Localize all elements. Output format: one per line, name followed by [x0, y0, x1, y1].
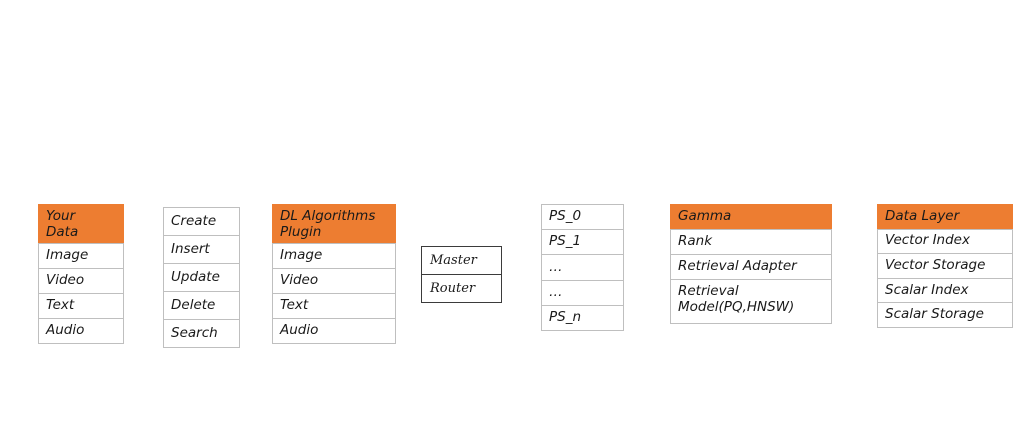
block-row-text: Text [272, 293, 396, 319]
block-header-dl-algorithms-plugin: DL Algorithms Plugin [272, 204, 396, 244]
block-row-rank: Rank [670, 229, 832, 255]
block-header-data-layer: Data Layer [877, 204, 1013, 230]
block-gamma: Gamma Rank Retrieval Adapter Retrieval M… [670, 204, 832, 324]
block-row-ps-ellipsis-1: … [541, 254, 624, 281]
block-row-update: Update [163, 263, 240, 292]
block-row-ps-ellipsis-2: … [541, 279, 624, 306]
block-row-vector-storage: Vector Storage [877, 253, 1013, 279]
block-row-ps-1: PS_1 [541, 229, 624, 256]
block-row-ps-0: PS_0 [541, 204, 624, 231]
block-row-master: Master [421, 246, 502, 275]
block-master-router: Master Router [421, 246, 502, 303]
block-row-video: Video [38, 268, 124, 294]
block-row-text: Text [38, 293, 124, 319]
block-row-image: Image [272, 243, 396, 269]
block-row-retrieval-adapter: Retrieval Adapter [670, 254, 832, 280]
block-dl-algorithms-plugin: DL Algorithms Plugin Image Video Text Au… [272, 204, 396, 344]
block-row-delete: Delete [163, 291, 240, 320]
block-row-create: Create [163, 207, 240, 236]
block-header-your-data: Your Data [38, 204, 124, 244]
block-row-audio: Audio [38, 318, 124, 344]
block-row-audio: Audio [272, 318, 396, 344]
block-data-layer: Data Layer Vector Index Vector Storage S… [877, 204, 1013, 328]
block-row-image: Image [38, 243, 124, 269]
block-row-vector-index: Vector Index [877, 228, 1013, 255]
block-ps-nodes: PS_0 PS_1 … … PS_n [541, 204, 624, 331]
block-row-ps-n: PS_n [541, 304, 624, 331]
block-row-scalar-storage: Scalar Storage [877, 302, 1013, 328]
block-row-router: Router [421, 274, 502, 303]
block-your-data: Your Data Image Video Text Audio [38, 204, 124, 344]
block-operations: Create Insert Update Delete Search [163, 207, 240, 348]
block-row-search: Search [163, 319, 240, 348]
block-row-scalar-index: Scalar Index [877, 277, 1013, 304]
block-row-retrieval-model: Retrieval Model(PQ,HNSW) [670, 279, 832, 324]
block-row-insert: Insert [163, 235, 240, 264]
block-header-gamma: Gamma [670, 204, 832, 230]
block-row-video: Video [272, 268, 396, 294]
